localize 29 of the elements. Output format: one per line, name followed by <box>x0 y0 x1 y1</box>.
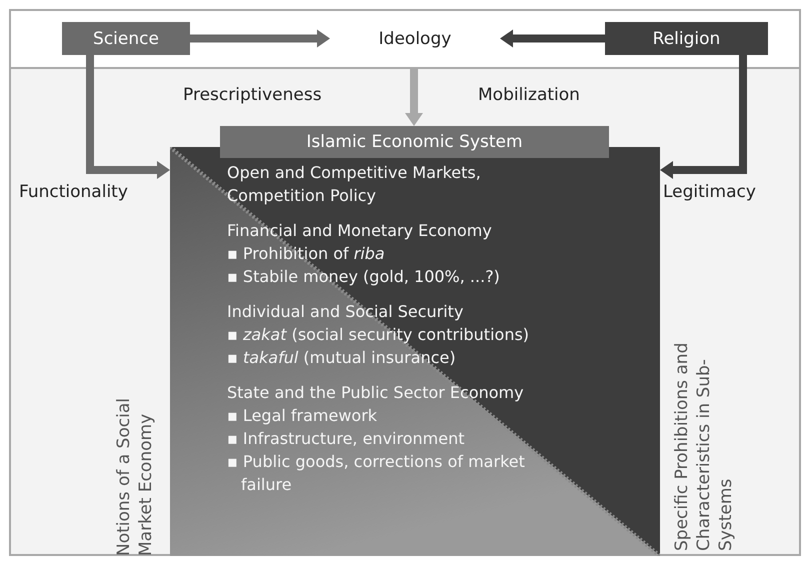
box-label: Religion <box>652 28 720 48</box>
bullet-item: ▪ Infrastructure, environment <box>227 428 464 450</box>
religion-box <box>605 22 768 55</box>
arrow <box>660 55 747 179</box>
bullet-item: ▪ Prohibition of riba <box>227 243 385 265</box>
arrow <box>500 30 605 48</box>
relation-label: Prescriptiveness <box>183 84 323 106</box>
side-caption: Notions of a Social Market Economy <box>113 397 157 556</box>
arrow <box>405 68 423 126</box>
relation-label: Functionality <box>19 181 129 203</box>
section-heading: Open and Competitive Markets, Competition Policy <box>227 162 482 207</box>
bullet-item: ▪ takaful (mutual insurance) <box>227 347 456 369</box>
relation-label: Legitimacy <box>663 181 757 203</box>
section-heading: State and the Public Sector Economy <box>227 382 524 404</box>
side-caption: Specific Prohibitions and Characteristics in Sub-Systems <box>671 342 737 551</box>
relation-label: Mobilization <box>478 84 581 106</box>
box-label: Islamic Economic System <box>306 132 523 152</box>
box-label: Science <box>93 28 159 48</box>
system-header <box>220 126 609 158</box>
section-heading: Individual and Social Security <box>227 301 464 323</box>
science-box <box>62 22 190 55</box>
bullet-item: ▪ Stabile money (gold, 100%, ...?) <box>227 266 500 288</box>
arrow <box>190 30 330 48</box>
section-heading: Financial and Monetary Economy <box>227 220 492 242</box>
arrow <box>86 55 170 179</box>
bullet-item: ▪ Legal framework <box>227 405 378 427</box>
bullet-item: ▪ Public goods, corrections of market failure <box>227 451 526 496</box>
concept-label: Ideology <box>378 28 452 48</box>
bullet-item: ▪ zakat (social security contributions) <box>227 324 530 346</box>
